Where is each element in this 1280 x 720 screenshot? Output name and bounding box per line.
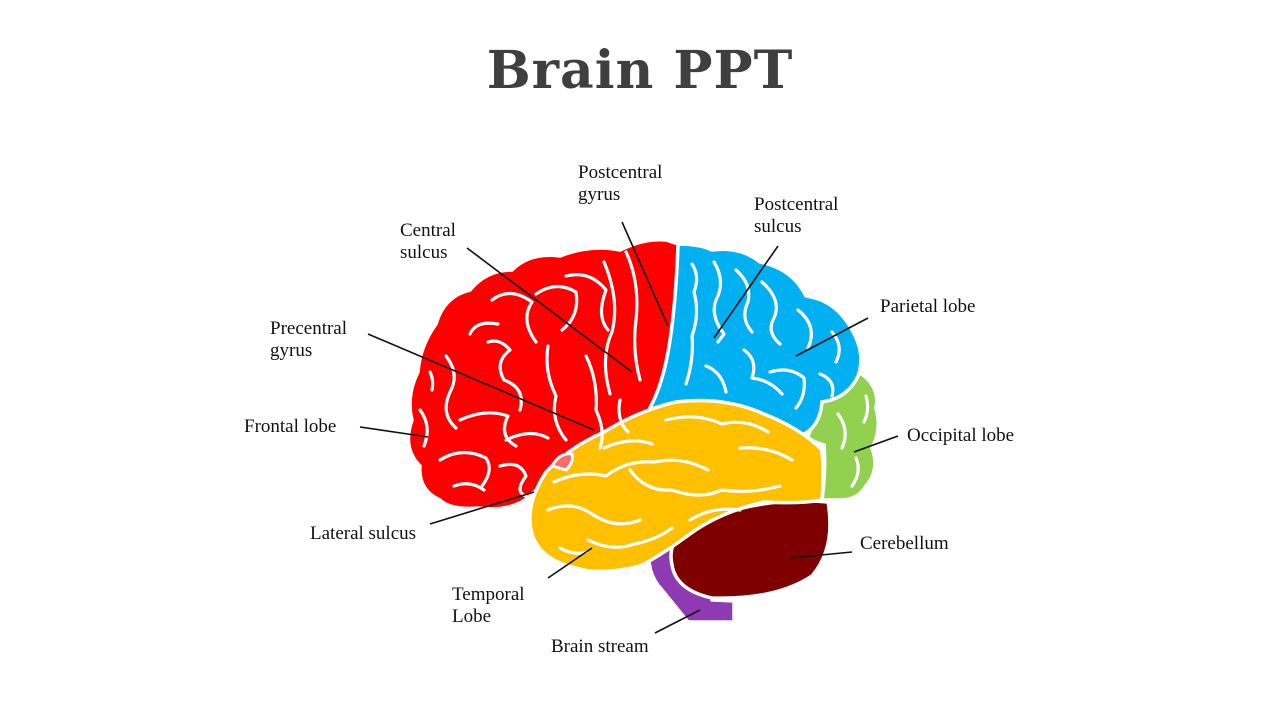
label-occipital-lobe: Occipital lobe bbox=[907, 425, 1014, 446]
leader-lines bbox=[359, 221, 899, 634]
occipital-lobe-shape bbox=[806, 372, 880, 502]
temporal-gyri bbox=[546, 415, 794, 555]
frontal-gyri bbox=[418, 250, 642, 498]
label-temporal-lobe: Temporal Lobe bbox=[452, 584, 529, 627]
temporal-lobe-shape bbox=[528, 398, 825, 574]
label-postcentral-gyrus: Postcentral gyrus bbox=[578, 162, 667, 205]
label-precentral-gyrus: Precentral gyrus bbox=[270, 318, 352, 361]
diagram-labels: Postcentral gyrus Central sulcus Postcen… bbox=[244, 162, 1014, 657]
label-central-sulcus: Central sulcus bbox=[400, 220, 461, 263]
occipital-gyri bbox=[836, 394, 870, 488]
parietal-gyri bbox=[684, 260, 841, 410]
label-brain-stem: Brain stream bbox=[551, 636, 649, 657]
slide-title: Brain PPT bbox=[486, 40, 794, 101]
insula-notch-shape bbox=[549, 452, 574, 472]
label-parietal-lobe: Parietal lobe bbox=[880, 296, 976, 317]
label-cerebellum: Cerebellum bbox=[860, 533, 949, 554]
label-postcentral-sulcus: Postcentral sulcus bbox=[754, 194, 843, 237]
label-frontal-lobe: Frontal lobe bbox=[244, 416, 336, 437]
label-lateral-sulcus: Lateral sulcus bbox=[310, 523, 416, 544]
